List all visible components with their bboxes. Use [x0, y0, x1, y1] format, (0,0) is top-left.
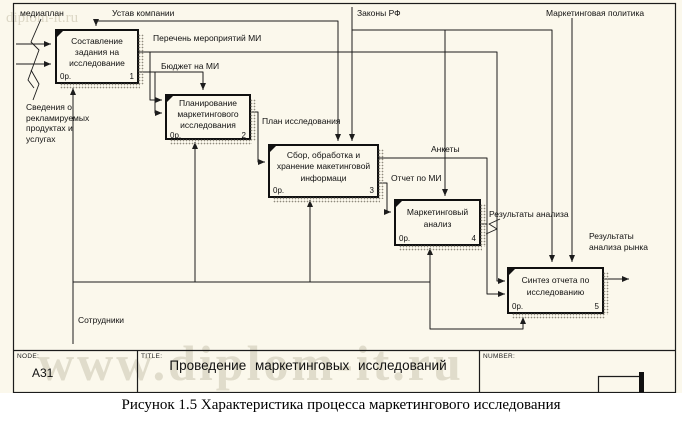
arrow-zakony-box5: [352, 29, 555, 262]
label-budget: Бюджет на МИ: [161, 61, 220, 71]
activity-title: Синтез отчета по исследованию: [521, 275, 590, 297]
label-ustav: Устав компании: [112, 8, 175, 18]
arrow-budget-box2left: [154, 72, 162, 116]
activity-title: Сбор, обработка и хранение макетинговой …: [276, 150, 371, 183]
label-sotrudniki: Сотрудники: [78, 315, 125, 325]
arrow-perechen-box2: [149, 52, 162, 103]
figure-caption: Рисунок 1.5 Характеристика процесса марк…: [121, 397, 561, 413]
squiggle-rezultaty: [485, 218, 501, 235]
label-rezultaty-rynka: Результаты анализа рынка: [589, 231, 649, 252]
fold-corner-icon: [269, 145, 277, 153]
activity-number: 5: [594, 302, 599, 311]
label-perechen: Перечень мероприятий МИ: [153, 33, 262, 43]
arrow-mech-box5: [429, 282, 526, 330]
activity-box-2: Планирование маркетингового исследования…: [165, 94, 256, 145]
label-zakony: Законы РФ: [357, 8, 401, 18]
frame: [12, 2, 677, 394]
activity-box-4: Маркетинговый анализ 0р. 4: [394, 199, 486, 251]
arrow-perechen: [138, 51, 505, 284]
number-label: NUMBER:: [483, 353, 516, 360]
activity-cost: 0р.: [512, 302, 524, 311]
arrow-ustav-box3: [96, 20, 341, 141]
watermark-main: www.diplom-it.ru: [38, 335, 464, 391]
node-value: A31: [32, 366, 54, 380]
activity-cost: 0р.: [273, 186, 285, 195]
activity-title: Составление задания на исследование: [69, 35, 125, 69]
activity-cost: 0р.: [170, 131, 182, 141]
watermark-top: diplom-it.ru: [6, 10, 79, 26]
title-label: TITLE:: [141, 353, 163, 360]
activity-number: 2: [241, 131, 246, 141]
node-label: NODE:: [17, 353, 40, 360]
activity-number: 1: [129, 72, 134, 81]
activity-title: Планирование маркетингового исследования: [177, 98, 239, 131]
activity-cost: 0р.: [60, 72, 72, 81]
activity-number: 3: [369, 186, 374, 195]
fold-corner-icon: [56, 30, 64, 38]
activity-cost: 0р.: [399, 234, 411, 243]
label-svedeniya: Сведения о рекламируемых продуктах и усл…: [26, 102, 90, 144]
label-mediaplan: медиаплан: [20, 8, 64, 18]
label-ankety: Анкеты: [431, 144, 460, 154]
fold-corner-icon: [508, 268, 516, 276]
activity-title: Маркетинговый анализ: [406, 207, 469, 229]
arrow-ankety-box5: [378, 157, 505, 297]
title-value: Проведение маркетинговых исследований: [169, 358, 447, 373]
activity-box-3: Сбор, обработка и хранение макетинговой …: [268, 144, 384, 203]
label-plan: План исследования: [262, 116, 341, 126]
arrow-budget-box2top: [138, 71, 206, 90]
fold-corner-icon: [395, 200, 403, 208]
fold-corner-icon: [166, 95, 174, 103]
activity-number: 4: [471, 234, 476, 243]
caption-strip: Рисунок 1.5 Характеристика процесса марк…: [0, 393, 682, 421]
squiggle-svedeniya: [30, 69, 40, 101]
label-rezultaty-analiza: Результаты анализа: [489, 209, 569, 219]
squiggle-mediaplan: [27, 18, 42, 89]
activity-box-1: Составление задания на исследование 0р. 1: [55, 29, 144, 89]
label-otchet: Отчет по МИ: [391, 173, 442, 183]
label-marketing-policy: Маркетинговая политика: [546, 8, 645, 18]
arrows: [16, 7, 629, 344]
activity-box-5: Синтез отчета по исследованию 0р. 5: [507, 267, 609, 319]
